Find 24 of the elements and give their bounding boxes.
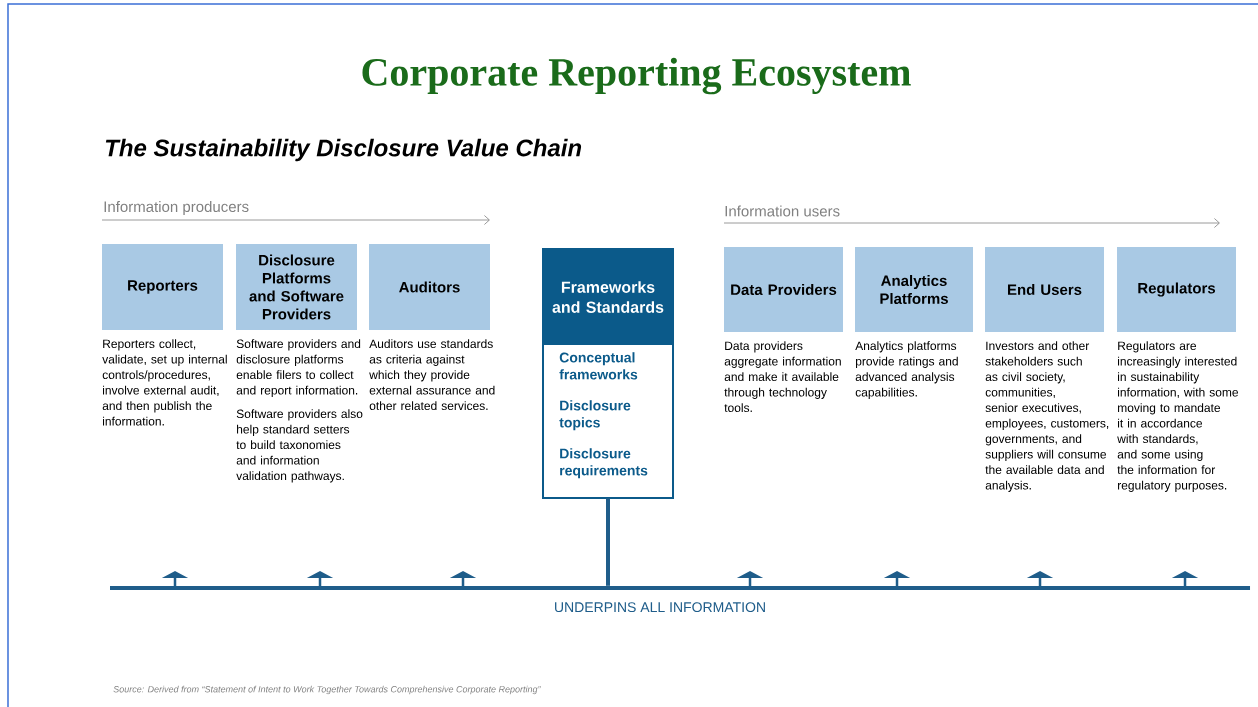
description: Regulators are increasingly interested in sustainability information, with some moving to mandate it in accordance with standards, and some using the information for regulatory purposes. (1117, 341, 1239, 492)
description: Software providers also help standard setters to build taxonomies and information validation pathways. (236, 409, 363, 483)
subtitle: The Sustainability Disclosure Value Chain (105, 138, 582, 162)
role-box: End Users (985, 247, 1104, 332)
description: Auditors use standards as criteria against which they provide external assurance and other related services. (369, 339, 495, 410)
source-note: Source: Derived from “Statement of Intent to Work Together Towards Comprehensive Corporate Reporting” (113, 685, 541, 695)
role-box: Data Providers (724, 247, 843, 332)
connector-line (606, 498, 610, 586)
title: Corporate Reporting Ecosystem (362, 57, 911, 95)
description: Reporters collect, validate, set up internal controls/procedures, involve external audit, and then publish the information. (102, 339, 227, 426)
direction-label: Information producers (104, 201, 249, 215)
role-box: Disclosure Platforms and Software Providers (236, 244, 357, 330)
role-box: Reporters (102, 244, 223, 330)
description: Investors and other stakeholders such as civil society, communities, senior executives, employees, customers, governments, and suppliers will consume the available data and analysis. (985, 341, 1109, 492)
baseline-bar: UNDERPINS ALL INFORMATION (110, 586, 1250, 613)
description: Software providers and disclosure platforms enable filers to collect and report information. (236, 339, 361, 397)
description: Analytics platforms provide ratings and advanced analysis capabilities. (855, 341, 958, 399)
description: Data providers aggregate information and make it available through technology tools. (724, 341, 841, 412)
role-box: Analytics Platforms (855, 247, 973, 332)
role-box: Regulators (1117, 247, 1236, 332)
direction-label: Information users (725, 205, 840, 217)
standards-box: Frameworks and Standards Conceptual frameworks Disclosure topics Disclosure requirements (542, 248, 674, 499)
node-label: UNDERPINS ALL INFORMATION (555, 602, 765, 613)
role-box: Auditors (369, 244, 490, 330)
